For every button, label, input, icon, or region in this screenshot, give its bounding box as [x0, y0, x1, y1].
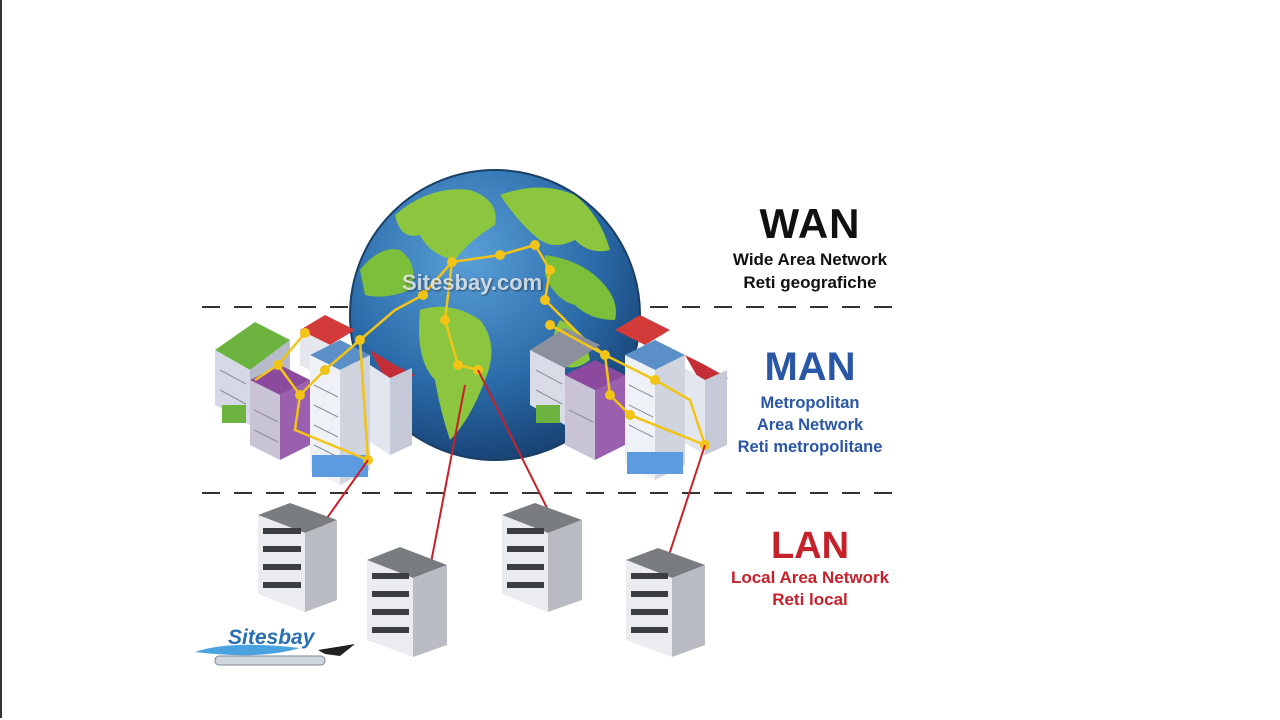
wan-nodes [418, 240, 555, 375]
lan-links [319, 369, 706, 569]
wan-description: Wide Area Network Reti geografiche [700, 248, 920, 294]
lan-building-3 [502, 503, 582, 612]
lan-line: Reti local [772, 590, 848, 609]
lan-title: LAN [770, 525, 850, 567]
watermark: Sitesbay.com [402, 270, 543, 295]
wan-title: WAN [759, 200, 861, 247]
lan-description: Local Area Network Reti local [700, 567, 920, 611]
man-nodes-left [273, 328, 373, 465]
wan-line: Reti geografiche [743, 273, 877, 292]
lan-building-1 [258, 503, 337, 612]
man-title: MAN [764, 345, 856, 389]
man-line: Reti metropolitane [737, 438, 883, 456]
man-description: Metropolitan Area Network Reti metropoli… [700, 392, 920, 458]
man-line: Metropolitan [760, 394, 860, 412]
lan-line: Local Area Network [730, 568, 890, 587]
logo-text: Sitesbay [228, 626, 315, 649]
man-line: Area Network [756, 416, 864, 434]
lan-building-4 [626, 548, 705, 657]
man-city-right [530, 315, 728, 480]
sitesbay-logo-icon [195, 644, 355, 666]
lan-building-2 [367, 547, 447, 657]
man-city-left [215, 315, 415, 485]
wan-line: Wide Area Network [732, 250, 888, 269]
